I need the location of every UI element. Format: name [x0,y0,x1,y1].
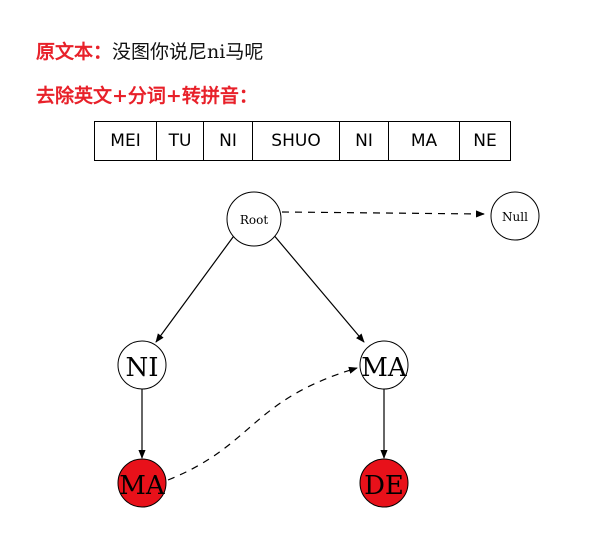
pinyin-token-cell: NE [459,121,511,161]
failure-link-root-to-null [281,210,485,218]
trie-node-ma-de-terminal: DE [359,458,409,508]
process-steps-label: 去除英文+分词+转拼音： [36,85,258,107]
trie-node-root: Root [226,191,282,247]
edge-root-to-ni [155,232,237,343]
original-text-value: 没图你说尼ni马呢 [112,41,264,63]
trie-node-ma-label: MA [361,353,408,383]
original-text-label: 原文本： [36,41,113,63]
trie-node-null-label: Null [502,210,528,224]
trie-node-ni-ma-terminal: MA [117,458,167,508]
pinyin-token-cell: MA [388,121,460,161]
trie-node-ma-de-label: DE [364,471,404,501]
trie-node-ni-label: NI [125,353,158,383]
pinyin-token-cell: NI [339,121,389,161]
pinyin-token-cell: SHUO [252,121,340,161]
trie-node-ma: MA [359,340,409,390]
edge-root-to-ma [271,232,365,343]
process-steps-line: 去除英文+分词+转拼音： [36,84,258,108]
failure-link-ni-ma-to-ma [167,366,358,481]
pinyin-token-table: MEI TU NI SHUO NI MA NE [94,121,511,161]
trie-node-ni: NI [117,340,167,390]
pinyin-token-row: MEI TU NI SHUO NI MA NE [94,121,511,161]
pinyin-token-cell: TU [156,121,204,161]
original-text-line: 原文本：没图你说尼ni马呢 [36,40,263,64]
trie-node-root-label: Root [240,213,268,227]
trie-node-null: Null [490,191,540,241]
trie-node-ni-ma-label: MA [119,471,166,501]
